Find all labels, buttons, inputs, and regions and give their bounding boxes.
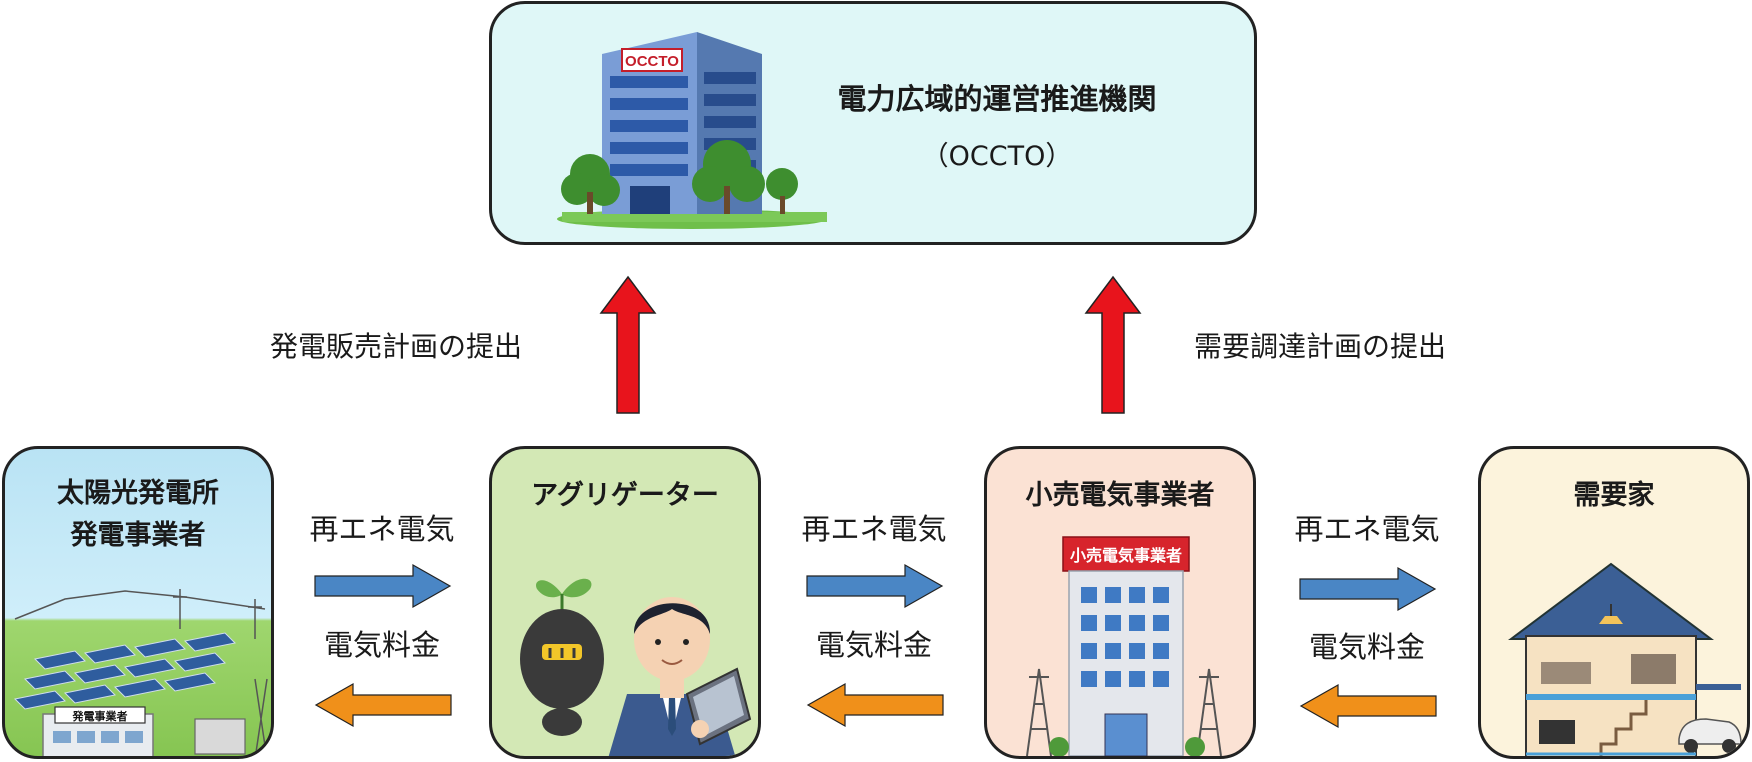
flow3-electricity-label: 再エネ電気 bbox=[1267, 506, 1467, 548]
flow1-payment-label: 電気料金 bbox=[282, 622, 482, 664]
solar-plant-title: 太陽光発電所 bbox=[5, 473, 271, 515]
submission-arrow-right bbox=[1083, 275, 1143, 415]
solar-farm-icon: 発電事業者 bbox=[5, 569, 274, 759]
power-producer-building-sign: 発電事業者 bbox=[72, 709, 128, 723]
office-building-icon: OCCTO bbox=[552, 14, 832, 234]
flow1-electricity-label: 再エネ電気 bbox=[282, 506, 482, 548]
businessman-with-tablet-icon bbox=[512, 544, 752, 759]
flow2-electricity-arrow bbox=[805, 563, 945, 609]
flow3-payment-arrow bbox=[1298, 683, 1438, 729]
retailer-box: 小売電気事業者 小売電気事業者 bbox=[984, 446, 1256, 759]
retail-building-icon: 小売電気事業者 bbox=[1017, 529, 1229, 759]
flow1-payment-arrow bbox=[313, 682, 453, 728]
generation-sales-plan-label: 発電販売計画の提出 bbox=[270, 325, 522, 365]
occto-building-sign: OCCTO bbox=[625, 53, 679, 70]
submission-arrow-left bbox=[598, 275, 658, 415]
solar-plant-box: 太陽光発電所 発電事業者 発電事業者 bbox=[2, 446, 274, 759]
occto-abbreviation: （OCCTO） bbox=[832, 134, 1162, 173]
house-cutaway-icon bbox=[1491, 544, 1743, 759]
consumer-box: 需要家 bbox=[1478, 446, 1750, 759]
demand-procurement-plan-label: 需要調達計画の提出 bbox=[1194, 325, 1446, 365]
occto-name: 電力広域的運営推進機関 bbox=[832, 76, 1162, 118]
flow2-payment-arrow bbox=[805, 682, 945, 728]
occto-box: OCCTO 電力広域的運営推進機関 （OCCTO） bbox=[489, 1, 1257, 245]
power-producer-title: 発電事業者 bbox=[5, 515, 271, 557]
flow2-payment-label: 電気料金 bbox=[774, 622, 974, 664]
consumer-title: 需要家 bbox=[1481, 475, 1747, 517]
retailer-building-sign: 小売電気事業者 bbox=[1070, 546, 1182, 565]
flow3-payment-label: 電気料金 bbox=[1267, 624, 1467, 666]
aggregator-box: アグリゲーター bbox=[489, 446, 761, 759]
flow3-electricity-arrow bbox=[1298, 566, 1438, 612]
flow1-electricity-arrow bbox=[313, 563, 453, 609]
flow2-electricity-label: 再エネ電気 bbox=[774, 506, 974, 548]
aggregator-title: アグリゲーター bbox=[492, 475, 758, 517]
retailer-title: 小売電気事業者 bbox=[987, 475, 1253, 517]
